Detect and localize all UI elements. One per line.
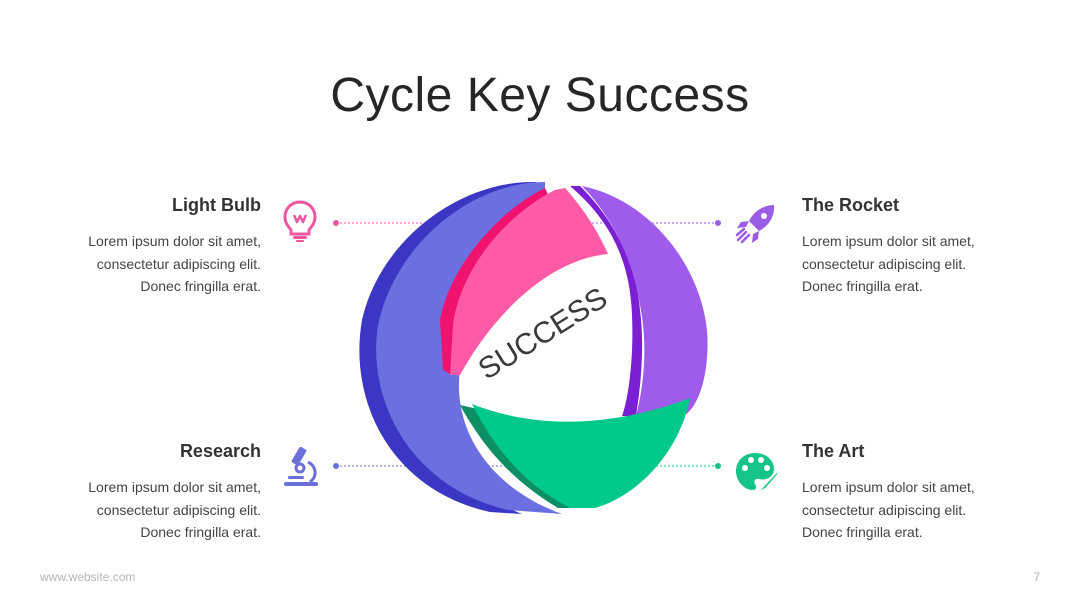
heading-research: Research	[179, 441, 261, 461]
cycle-diagram: SUCCESS	[359, 181, 708, 515]
segment-green	[460, 398, 690, 508]
heading-art: The Art	[802, 441, 865, 461]
text-light-bulb: Lorem ipsum dolor sit amet, consectetur …	[88, 233, 261, 294]
segment-blue	[359, 181, 562, 515]
text-rocket: Lorem ipsum dolor sit amet, consectetur …	[802, 233, 975, 294]
segment-purple	[570, 186, 708, 416]
text-art: Lorem ipsum dolor sit amet, consectetur …	[802, 479, 975, 540]
info-block-art: The Art Lorem ipsum dolor sit amet, cons…	[802, 441, 1032, 544]
slide-title: Cycle Key Success	[330, 69, 750, 122]
info-block-research: Research Lorem ipsum dolor sit amet, con…	[31, 441, 261, 544]
palette-icon	[736, 453, 778, 493]
info-block-light-bulb: Light Bulb Lorem ipsum dolor sit amet, c…	[31, 195, 261, 298]
rocket-icon	[735, 205, 775, 244]
light-bulb-icon	[283, 200, 317, 242]
segment-pink	[440, 188, 608, 375]
text-research: Lorem ipsum dolor sit amet, consectetur …	[88, 479, 261, 540]
info-block-rocket: The Rocket Lorem ipsum dolor sit amet, c…	[802, 195, 1032, 298]
microscope-icon	[284, 446, 318, 486]
footer-website: www.website.com	[40, 570, 136, 584]
heading-rocket: The Rocket	[802, 195, 900, 215]
heading-light-bulb: Light Bulb	[172, 195, 261, 215]
page-number: 7	[1033, 570, 1040, 584]
